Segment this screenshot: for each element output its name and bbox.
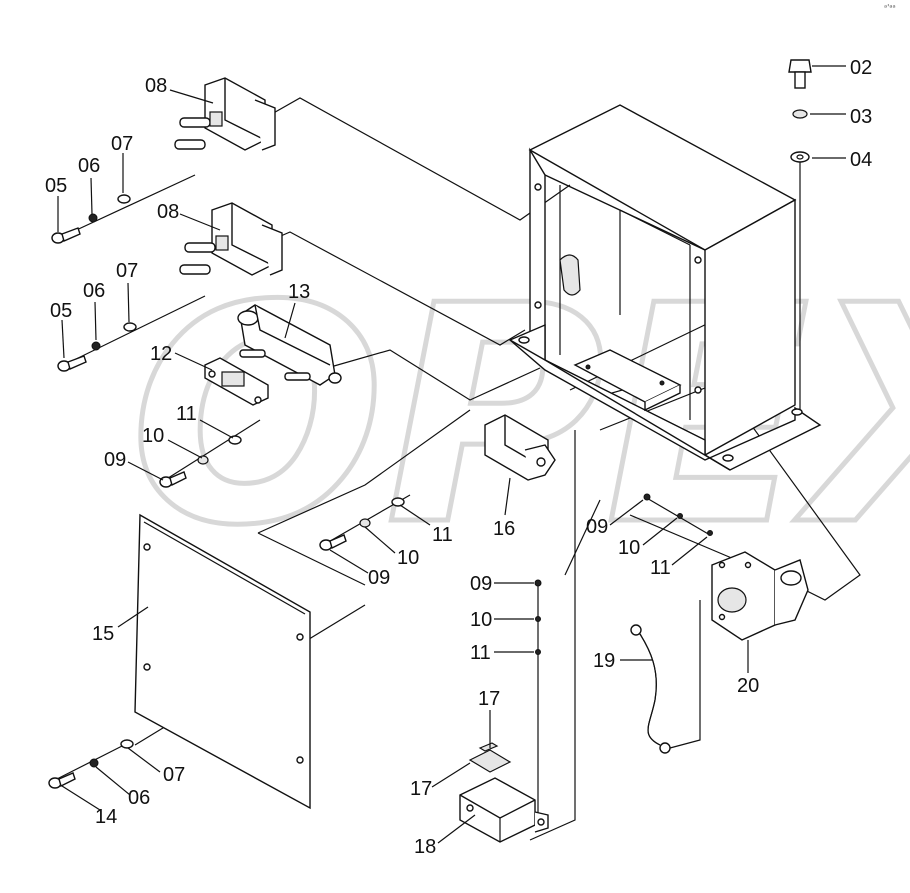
- mount-hole-icon: [791, 408, 803, 416]
- part-label-09: 09: [470, 573, 492, 595]
- part-label-10: 10: [470, 609, 492, 631]
- part-label-17: 17: [478, 688, 500, 710]
- part-label-09: 09: [104, 449, 126, 471]
- resistor-13: [237, 304, 342, 386]
- part-label-10: 10: [142, 425, 164, 447]
- block-18: [459, 777, 549, 843]
- part-label-15: 15: [92, 623, 114, 645]
- corner-mark: ᵃ'ᵃᵃ: [884, 3, 896, 12]
- part-label-07: 07: [116, 260, 138, 282]
- ground-cable-19: [630, 600, 701, 754]
- part-labels: 02 03 04 08 08 05 06 07 05 06 07 13 12 1…: [45, 57, 872, 858]
- lock-washer-03: [792, 109, 808, 119]
- part-label-09: 09: [368, 567, 390, 589]
- flat-washer-04: [790, 151, 810, 163]
- screw-set-vertical: [534, 579, 542, 655]
- part-label-07: 07: [163, 764, 185, 786]
- part-label-16: 16: [493, 518, 515, 540]
- screw-set-middle: [57, 322, 137, 372]
- screw-set-bottom: [48, 739, 134, 789]
- part-label-11: 11: [470, 642, 491, 664]
- part-label-18: 18: [414, 836, 436, 858]
- relay-08-lower: [179, 202, 283, 276]
- mount-hole-icon: [722, 454, 734, 462]
- battery-box-housing: [508, 104, 822, 471]
- screw-set-upper: [51, 194, 131, 244]
- part-label-06: 06: [78, 155, 100, 177]
- part-label-14: 14: [95, 806, 117, 828]
- part-label-07: 07: [111, 133, 133, 155]
- cover-plate-15: [134, 513, 311, 810]
- mount-hole-icon: [518, 336, 530, 344]
- part-label-08: 08: [157, 201, 179, 223]
- part-label-10: 10: [397, 547, 419, 569]
- screw-set-middle-lower: [319, 497, 405, 551]
- part-label-05: 05: [45, 175, 67, 197]
- part-label-09: 09: [586, 516, 608, 538]
- part-label-02: 02: [850, 57, 872, 79]
- terminal-block-12: [204, 357, 269, 406]
- part-label-08: 08: [145, 75, 167, 97]
- cable-grommet-icon: [559, 254, 581, 296]
- part-label-05: 05: [50, 300, 72, 322]
- bracket-17: [468, 742, 512, 773]
- part-label-06: 06: [83, 280, 105, 302]
- relay-08-upper: [174, 77, 276, 151]
- part-label-11: 11: [432, 524, 453, 546]
- part-label-13: 13: [288, 281, 310, 303]
- battery-switch-20: [711, 551, 809, 641]
- part-label-19: 19: [593, 650, 615, 672]
- part-label-11: 11: [650, 557, 671, 579]
- part-label-20: 20: [737, 675, 759, 697]
- screw-set-right: [643, 493, 713, 536]
- part-label-10: 10: [618, 537, 640, 559]
- relay-16: [484, 414, 556, 481]
- label-leaders: [57, 65, 846, 844]
- part-label-03: 03: [850, 106, 872, 128]
- part-label-06: 06: [128, 787, 150, 809]
- part-label-17: 17: [410, 778, 432, 800]
- part-label-11: 11: [176, 403, 197, 425]
- bolt-02: [788, 59, 812, 89]
- part-label-12: 12: [150, 343, 172, 365]
- part-label-04: 04: [850, 149, 872, 171]
